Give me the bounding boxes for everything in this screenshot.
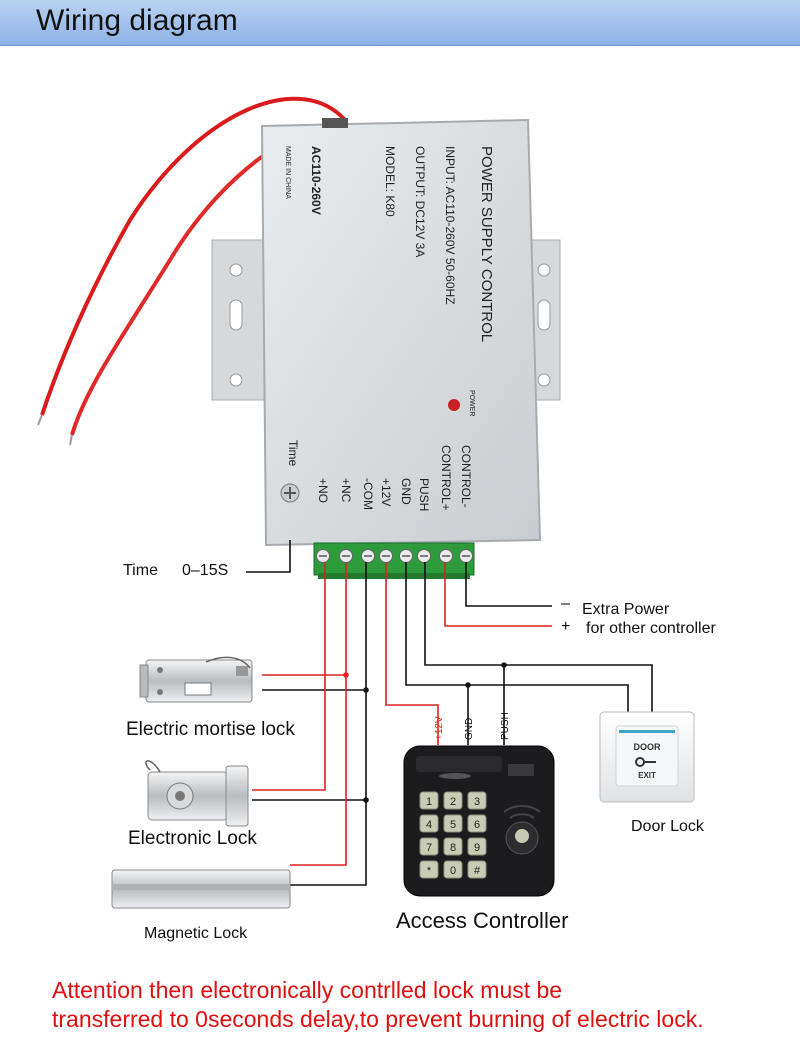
for-other-controller-label: for other controller (586, 620, 716, 637)
warning-line-1: Attention then electronically contrlled … (52, 977, 563, 1003)
keypad-key-label: 3 (474, 796, 480, 808)
terminal-label: PUSH (417, 478, 431, 511)
ps-model: MODEL: K80 (383, 146, 397, 217)
time-label: Time (123, 562, 158, 579)
electronic-lock-label: Electronic Lock (128, 828, 257, 849)
keypad-key (419, 860, 439, 879)
ps-title: POWER SUPPLY CONTROL (478, 146, 495, 342)
ps-input: INPUT: AC110-260V 50-60HZ (443, 146, 457, 305)
electric-mortise-lock-image (139, 656, 253, 703)
keypad-key (443, 837, 463, 856)
extra-power-label: Extra Power (582, 601, 670, 618)
exit-button-door-text: DOOR (634, 742, 662, 752)
header-bar: Wiring diagram (0, 0, 800, 46)
keypad-key-label: 6 (474, 819, 480, 831)
mortise-lock-label: Electric mortise lock (126, 719, 295, 740)
keypad-key (443, 860, 463, 879)
keypad-key-label: 1 (426, 796, 432, 808)
extra-power-minus: – (561, 595, 570, 612)
keypad-key (419, 791, 439, 810)
keypad-key (419, 814, 439, 833)
page-title: Wiring diagram (36, 4, 238, 37)
junction-dots (343, 662, 507, 803)
keypad-key-label: 9 (474, 842, 480, 854)
keypad-key-label: 8 (450, 842, 456, 854)
ps-time-label: Time (286, 440, 300, 467)
magnetic-lock-image (111, 869, 291, 909)
keypad-key-label: # (474, 865, 481, 877)
keypad-key-label: 0 (450, 865, 456, 877)
keypad-key-label: 7 (426, 842, 432, 854)
terminal-label: -COM (361, 478, 375, 510)
exit-button-exit-text: EXIT (638, 771, 656, 780)
exit-button-image: DOOR EXIT (599, 711, 695, 803)
keypad-key-label: 2 (450, 796, 456, 808)
terminal-label: +NC (339, 478, 353, 503)
door-lock-label: Door Lock (631, 818, 704, 835)
keypad-key (467, 814, 487, 833)
keypad-key (443, 791, 463, 810)
keypad-key (467, 837, 487, 856)
warning-line-2: transferred to 0seconds delay,to prevent… (52, 1006, 704, 1032)
power-led (448, 399, 460, 411)
wire-label-12v: +12V (434, 716, 445, 740)
ps-power-led-label: POWER (468, 390, 475, 416)
keypad-key-label: * (427, 865, 432, 877)
wire-label-push: PUSH (500, 712, 511, 740)
time-range-value: 0–15S (182, 562, 229, 579)
terminal-label: CONTROL- (459, 445, 473, 508)
electronic-lock-image (145, 760, 249, 827)
terminal-block (313, 542, 475, 579)
terminal-label: +12V (379, 478, 393, 506)
ps-output: OUTPUT: DC12V 3A (413, 146, 427, 257)
terminal-label: GND (399, 478, 413, 505)
wires (246, 540, 653, 886)
keypad-key-label: 5 (450, 819, 456, 831)
keypad-key (467, 791, 487, 810)
terminal-label: +NO (316, 478, 330, 503)
access-controller-image: 1 2 3 4 5 6 7 8 9 * 0 # (403, 745, 555, 897)
keypad-key (419, 837, 439, 856)
terminal-label: CONTROL+ (439, 445, 453, 511)
keypad-key (467, 860, 487, 879)
ps-ac-label: AC110-260V (309, 146, 323, 215)
power-supply-box (211, 118, 561, 547)
keypad-key (443, 814, 463, 833)
wire-label-gnd: GND (464, 718, 475, 740)
magnetic-lock-label: Magnetic Lock (144, 925, 248, 942)
ps-made-in: MADE IN CHINA (284, 146, 291, 199)
access-controller-label: Access Controller (396, 908, 569, 933)
keypad-key-label: 4 (426, 819, 432, 831)
extra-power-plus: + (561, 618, 571, 635)
